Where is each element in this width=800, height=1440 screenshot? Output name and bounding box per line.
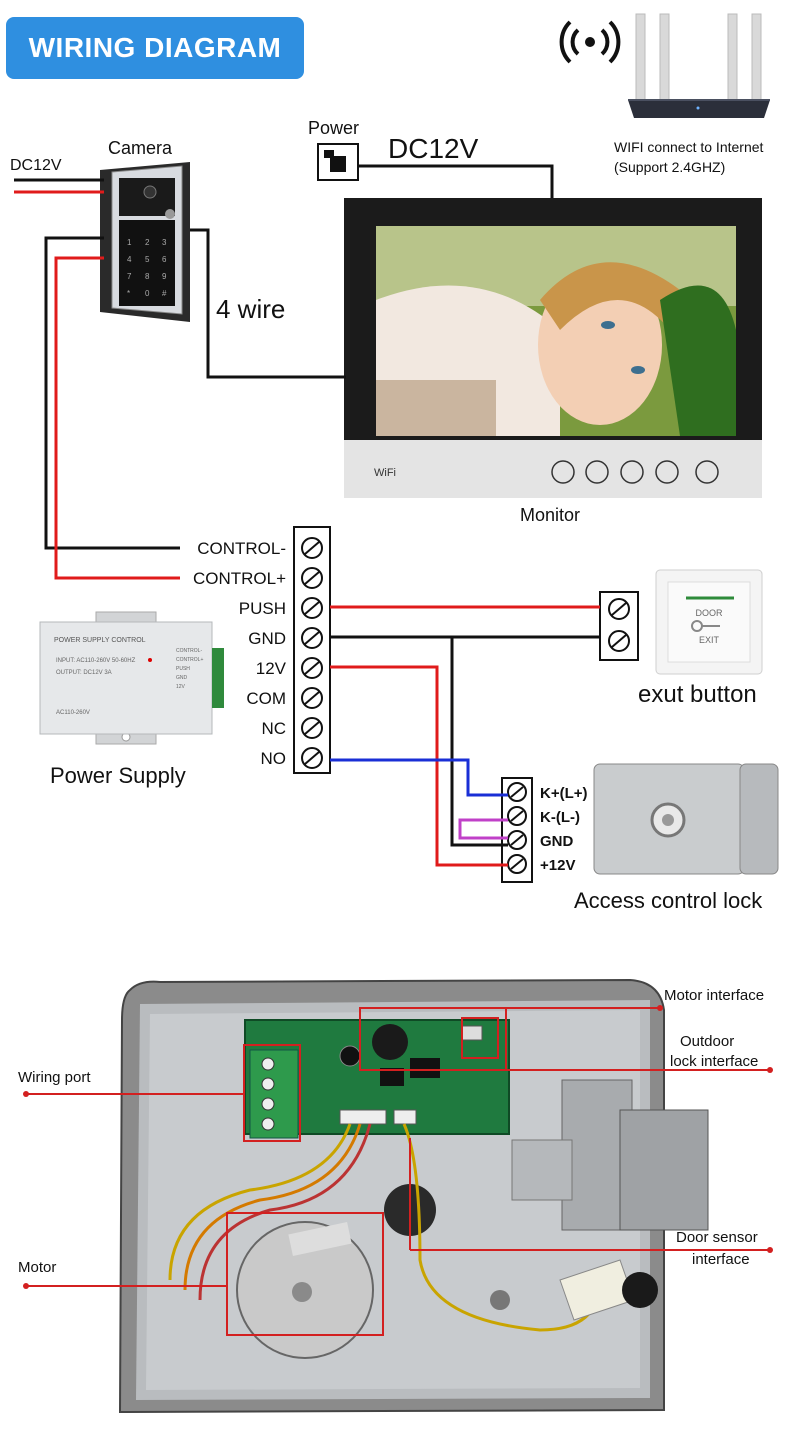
terminal-label: 12V — [256, 659, 287, 678]
wiring-port-label: Wiring port — [18, 1069, 91, 1086]
terminal-screw — [301, 657, 323, 679]
monitor-device — [344, 198, 762, 498]
terminal-screw — [301, 627, 323, 649]
ps-side-label: CONTROL- — [176, 648, 202, 654]
wire-control-plus — [54, 256, 180, 580]
wifi-caption-line1: WIFI connect to Internet — [614, 139, 764, 155]
access-lock-label: Access control lock — [574, 888, 763, 913]
exit-button-device: DOOR EXIT — [655, 569, 763, 675]
wiring-diagram: 1 2 3 4 5 6 7 8 9 * 0 # — [10, 13, 779, 913]
main-terminal-block — [293, 526, 331, 774]
lock-terminal-screw — [507, 806, 527, 826]
camera-doorbell-device: 1 2 3 4 5 6 7 8 9 * 0 # — [100, 162, 190, 322]
terminal-label: NC — [261, 719, 286, 738]
exit-terminal-block — [599, 591, 639, 661]
power-supply-device — [39, 611, 224, 745]
power-adapter-icon — [317, 143, 359, 181]
ps-side-label: CONTROL+ — [176, 657, 203, 663]
lock-terminal-label: +12V — [540, 857, 575, 874]
terminal-screw — [301, 537, 323, 559]
outdoor-interface-label-1: Outdoor — [680, 1033, 734, 1050]
lock-terminal-label: GND — [540, 833, 574, 850]
lock-terminal-screw — [507, 782, 527, 802]
monitor-label: Monitor — [520, 505, 580, 525]
wire-gnd-lock — [450, 637, 508, 847]
wire-no — [330, 758, 508, 797]
wire-12v — [330, 665, 508, 867]
lock-terminal-screw — [507, 854, 527, 874]
lock-internal-photo: Motor interface Outdoor lock interface W… — [18, 978, 773, 1414]
svg-text:6: 6 — [162, 255, 167, 264]
svg-text:1: 1 — [127, 238, 132, 247]
motor-interface-label: Motor interface — [664, 987, 764, 1004]
terminal-label: CONTROL+ — [193, 569, 286, 588]
wifi-caption-line2: (Support 2.4GHZ) — [614, 159, 725, 175]
terminal-screw — [301, 747, 323, 769]
door-sensor-label-1: Door sensor — [676, 1229, 758, 1246]
wifi-signal-icon — [559, 20, 621, 64]
exit-exit-label: EXIT — [699, 635, 720, 645]
wire-kminus-gnd — [458, 818, 508, 840]
lock-terminal-screw — [507, 830, 527, 850]
exit-button-label: exut button — [638, 681, 757, 708]
door-sensor-label-2: interface — [692, 1251, 750, 1268]
svg-text:8: 8 — [145, 272, 150, 281]
ps-output-text: OUTPUT: DC12V 3A — [56, 670, 112, 676]
outdoor-interface-label-2: lock interface — [670, 1053, 758, 1070]
terminal-label: CONTROL- — [197, 539, 286, 558]
terminal-screw — [301, 567, 323, 589]
dc12v-monitor-label: DC12V — [388, 133, 479, 164]
svg-text:4: 4 — [127, 255, 132, 264]
terminal-screw — [301, 687, 323, 709]
wire-monitor-power — [358, 164, 554, 198]
ps-side-label: GND — [176, 675, 188, 681]
svg-text:0: 0 — [145, 289, 150, 298]
router-icon — [628, 13, 770, 118]
ps-header-text: POWER SUPPLY CONTROL — [54, 637, 146, 644]
four-wire-label: 4 wire — [216, 294, 285, 324]
svg-text:#: # — [162, 289, 167, 298]
terminal-screw — [301, 597, 323, 619]
ps-side-label: 12V — [176, 684, 186, 690]
wires — [14, 164, 600, 867]
power-label: Power — [308, 118, 359, 138]
lock-terminal-label: K-(L-) — [540, 809, 580, 826]
svg-text:9: 9 — [162, 272, 167, 281]
terminal-screw — [301, 717, 323, 739]
svg-text:2: 2 — [145, 238, 150, 247]
terminal-label: NO — [261, 749, 287, 768]
terminal-label: PUSH — [239, 599, 286, 618]
motor-label: Motor — [18, 1259, 56, 1276]
wire-control-minus — [44, 236, 180, 550]
terminal-label: COM — [246, 689, 286, 708]
diagram-title: WIRING DIAGRAM — [6, 17, 304, 79]
svg-text:3: 3 — [162, 238, 167, 247]
ps-ac-text: AC110-260V — [56, 710, 90, 716]
ps-side-label: PUSH — [176, 666, 190, 672]
monitor-wifi-label: WiFi — [374, 467, 396, 479]
power-supply-label: Power Supply — [50, 763, 186, 788]
access-control-lock-device — [593, 763, 779, 875]
svg-text:*: * — [127, 289, 130, 298]
dc12v-input-label: DC12V — [10, 157, 62, 174]
wire-4wire — [190, 228, 346, 379]
svg-text:7: 7 — [127, 272, 132, 281]
svg-text:5: 5 — [145, 255, 150, 264]
camera-label: Camera — [108, 138, 173, 158]
terminal-label: GND — [248, 629, 286, 648]
ps-input-text: INPUT: AC110-260V 50-60HZ — [56, 658, 136, 664]
lock-terminal-label: K+(L+) — [540, 785, 588, 802]
exit-door-label: DOOR — [696, 608, 724, 618]
